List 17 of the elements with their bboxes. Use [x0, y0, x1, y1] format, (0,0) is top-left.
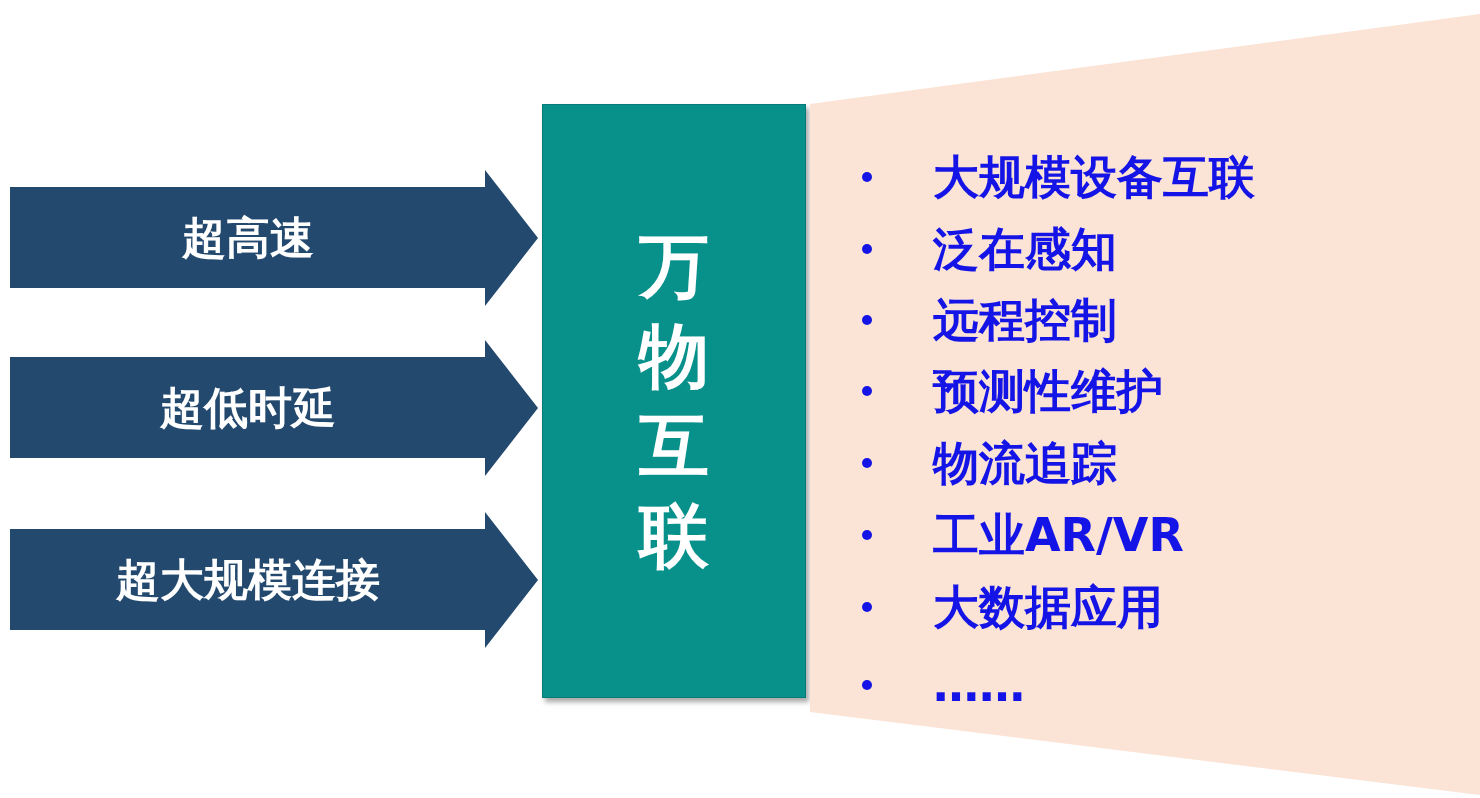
fan-panel [810, 14, 1480, 795]
list-item: 泛在感知 [933, 226, 1117, 272]
list-item: 工业AR/VR [933, 512, 1184, 558]
arrow-shape [10, 170, 538, 306]
list-item: 预测性维护 [933, 368, 1163, 414]
list-item: …… [933, 662, 1025, 708]
arrow-shape [10, 512, 538, 648]
list-item: 大规模设备互联 [933, 154, 1255, 200]
arrow-shape [10, 340, 538, 476]
list-item: 大数据应用 [933, 584, 1163, 630]
arrow-label: 超低时延 [158, 381, 337, 435]
list-item: 物流追踪 [933, 440, 1117, 486]
arrow-label: 超大规模连接 [114, 553, 381, 607]
list-item: 远程控制 [933, 297, 1117, 343]
center-label: 万物互联 [638, 224, 710, 579]
arrow-label: 超高速 [180, 211, 315, 265]
center-box [542, 104, 806, 698]
